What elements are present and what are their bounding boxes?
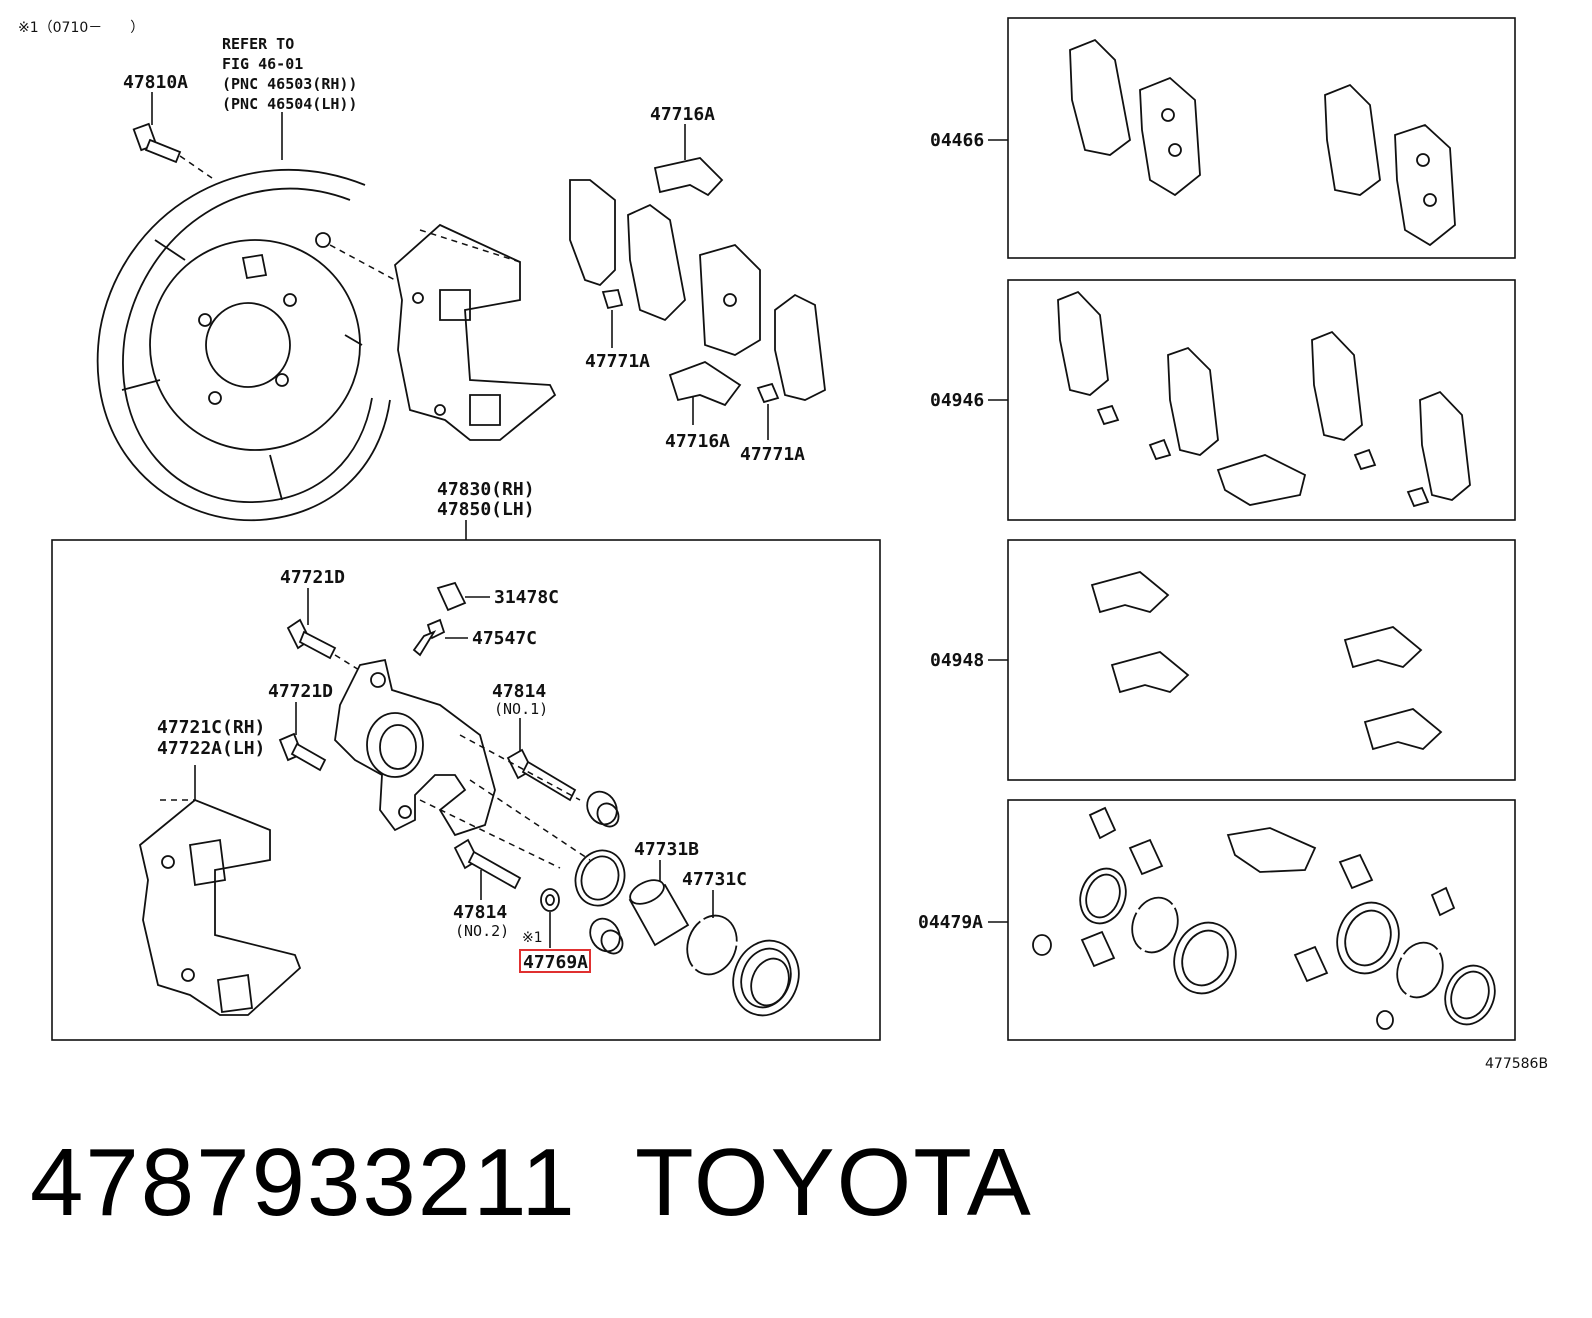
seal-kit-04479A — [1032, 806, 1496, 1030]
anti-squeal-shim-47716A-top — [653, 157, 724, 197]
kit-box-04948 — [1007, 539, 1516, 781]
svg-text:(PNC 46504(LH)): (PNC 46504(LH)) — [222, 95, 357, 113]
label-04948: 04948 — [930, 650, 984, 671]
slide-pin-47814-no2 — [453, 838, 522, 890]
label-47547C: 47547C — [472, 628, 537, 649]
bolt-47810A — [132, 122, 182, 164]
slide-pin-47814-no1 — [506, 748, 577, 802]
part-number-caption: 4787933211 — [30, 1129, 577, 1236]
label-04479A: 04479A — [918, 912, 983, 933]
kit-box-04466 — [1007, 17, 1516, 259]
label-47731C: 47731C — [682, 869, 747, 890]
pad-kit-04946 — [1057, 290, 1471, 508]
label-47716A-bottom: 47716A — [665, 431, 730, 452]
piston-47731B — [628, 879, 690, 947]
pin-boot-lower — [589, 917, 624, 955]
bleeder-plug-47547C — [412, 618, 446, 657]
figure-code: 477586B — [1485, 1056, 1548, 1072]
pad-kit-04466 — [1069, 38, 1456, 247]
svg-text:(PNC 46503(RH)): (PNC 46503(RH)) — [222, 75, 357, 93]
label-47810A: 47810A — [123, 72, 188, 93]
caliper-cylinder — [334, 658, 496, 837]
label-47814-no2-sub: (NO.2) — [455, 922, 509, 940]
label-47814-no1-sub: (NO.1) — [494, 700, 548, 718]
label-47721D-top: 47721D — [280, 567, 345, 588]
highlight-47769A — [519, 949, 591, 973]
label-47721D-mid: 47721D — [268, 681, 333, 702]
refer-note: REFER TO FIG 46-01 (PNC 46503(RH)) (PNC … — [222, 35, 357, 113]
mark-note-1: ※1 — [522, 930, 543, 946]
anti-squeal-shim-47716A-bottom — [668, 360, 742, 407]
piston-seal-ring — [574, 849, 626, 907]
label-47830: 47830(RH) — [437, 479, 535, 500]
bolt-47721D-mid — [278, 732, 327, 772]
brake-pad-inner — [569, 179, 826, 401]
label-47722A: 47722A(LH) — [157, 738, 265, 759]
label-04466: 04466 — [930, 130, 984, 151]
caliper-assembly-box — [51, 539, 881, 1041]
shim-kit-04948 — [1090, 571, 1443, 751]
clip-47771A-left — [601, 289, 624, 310]
bushing-47769A — [540, 888, 560, 912]
label-47769A: 47769A — [523, 952, 588, 973]
piston-seal-47731C — [686, 914, 738, 976]
label-47814-no1: 47814 — [492, 681, 546, 702]
clip-47771A-right — [756, 382, 780, 404]
bleeder-cap-31478C — [436, 581, 467, 612]
caliper-bracket-lower — [138, 798, 302, 1016]
brand-caption: TOYOTA — [635, 1129, 1033, 1236]
dust-shield — [96, 168, 391, 522]
label-47850: 47850(LH) — [437, 499, 535, 520]
label-04946: 04946 — [930, 390, 984, 411]
label-47771A-left: 47771A — [585, 351, 650, 372]
bolt-47721D-top — [286, 618, 337, 660]
svg-text:FIG 46-01: FIG 46-01 — [222, 55, 303, 73]
label-47771A-right: 47771A — [740, 444, 805, 465]
header-note: ※1（0710－ ） — [18, 20, 144, 36]
label-47716A-top: 47716A — [650, 104, 715, 125]
svg-text:REFER TO: REFER TO — [222, 35, 294, 53]
label-47814-no2: 47814 — [453, 902, 507, 923]
label-31478C: 31478C — [494, 587, 559, 608]
label-47731B: 47731B — [634, 839, 699, 860]
kit-box-04479A — [1007, 799, 1516, 1041]
caliper-bracket-top — [394, 223, 557, 441]
cylinder-boot — [732, 939, 800, 1017]
pin-boot-upper — [586, 790, 620, 828]
label-47721C: 47721C(RH) — [157, 717, 265, 738]
